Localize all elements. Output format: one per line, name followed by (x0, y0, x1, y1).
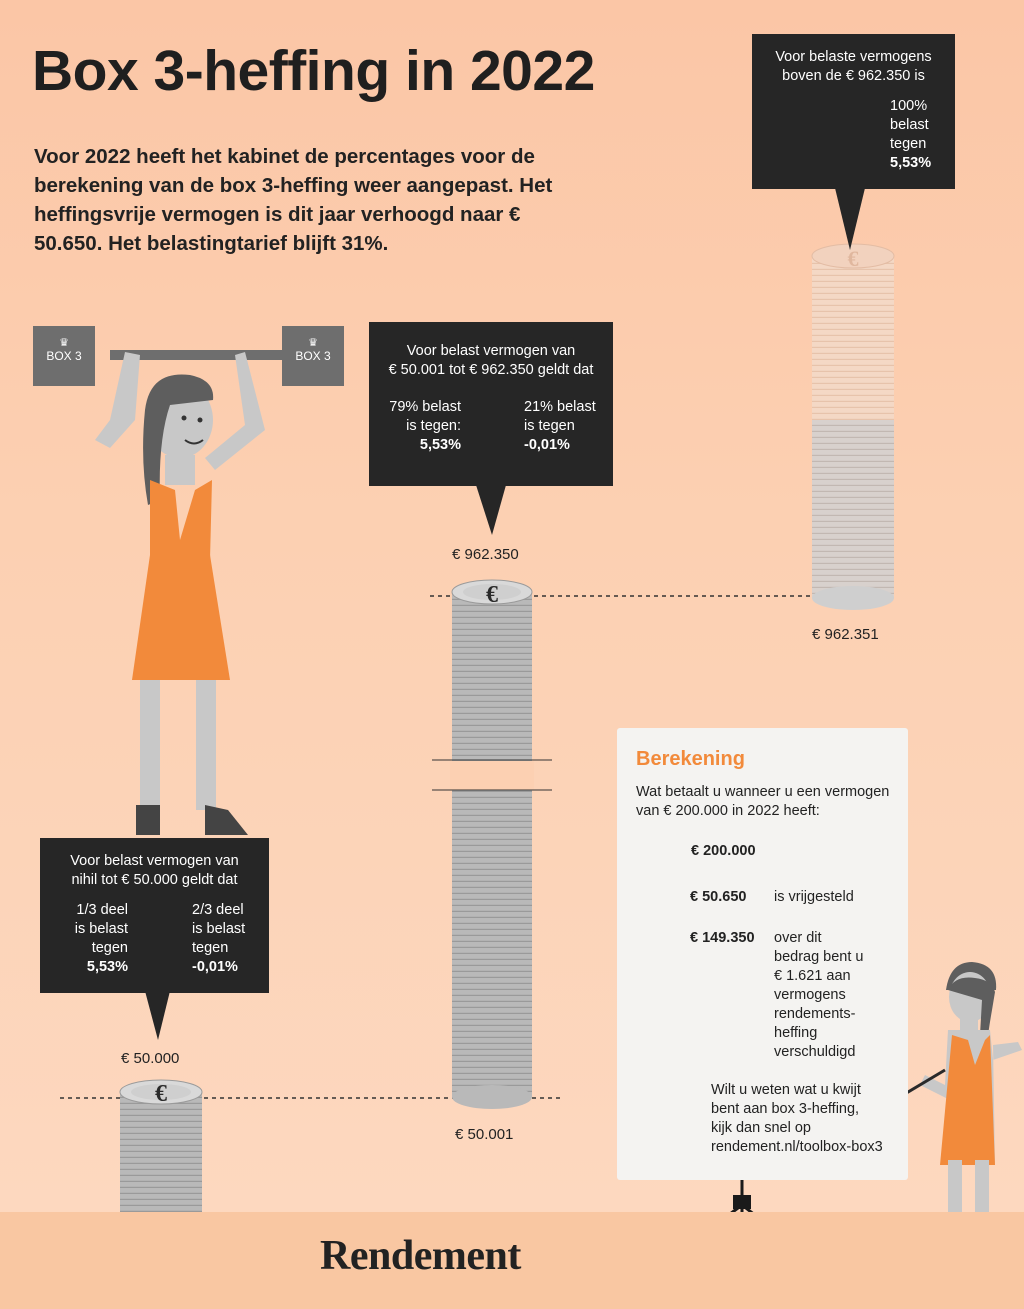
bubble-mid-heading-2: € 50.001 tot € 962.350 geldt dat (388, 362, 594, 378)
woman-lifter-illustration (95, 350, 290, 835)
bubble-low-right-rate: -0,01% (192, 959, 238, 975)
weight-box-left: ♛ BOX 3 (33, 326, 95, 386)
bubble-low-left-3: tegen (91, 940, 128, 956)
bubble-low-left-2: is belast (74, 921, 128, 937)
calc-taxed-text: over dit bedrag bent u € 1.621 aan vermo… (774, 929, 884, 1062)
amount-mid-bottom: € 50.001 (455, 1126, 514, 1143)
amount-low-top: € 50.000 (121, 1050, 180, 1067)
bubble-mid-right-2: is tegen (524, 418, 575, 434)
bubble-high-pointer (835, 188, 865, 250)
calc-taxed-line-2: bedrag bent u (774, 949, 864, 965)
bubble-low-right-1: 2/3 deel (192, 902, 244, 918)
bubble-low-heading-2: nihil tot € 50.000 geldt dat (71, 872, 238, 888)
bubble-high-heading-2: boven de € 962.350 is (782, 68, 925, 84)
bubble-mid-left-rate: 5,53% (419, 437, 461, 453)
svg-text:€: € (486, 582, 498, 608)
amount-high-bottom: € 962.351 (812, 626, 879, 643)
calc-cta-line-3: kijk dan snel op (711, 1120, 811, 1136)
footer-band (0, 1212, 1024, 1309)
weight-box-right-label: BOX 3 (295, 349, 331, 363)
bubble-mid-right-rate: -0,01% (524, 437, 570, 453)
bubble-low-left-1: 1/3 deel (76, 902, 128, 918)
bubble-mid: Voor belast vermogen van € 50.001 tot € … (369, 322, 613, 486)
weight-box-right: ♛ BOX 3 (282, 326, 344, 386)
svg-text:€: € (155, 1081, 167, 1107)
calc-taxed-line-4: vermogens (774, 987, 846, 1003)
bubble-low: Voor belast vermogen van nihil tot € 50.… (40, 838, 269, 993)
calc-free-amount: € 50.650 (690, 889, 747, 905)
brand-wordmark: Rendement (320, 1233, 521, 1279)
intro-text: Voor 2022 heeft het kabinet de percentag… (34, 145, 553, 255)
calc-total: € 200.000 (691, 843, 756, 859)
calc-taxed-line-5: rendements- (774, 1006, 856, 1022)
bubble-low-left-rate: 5,53% (86, 959, 128, 975)
page-title: Box 3-heffing in 2022 (32, 39, 595, 103)
calc-taxed-amount: € 149.350 (690, 930, 755, 946)
bubble-low-pointer (145, 991, 170, 1040)
calculation-question: Wat betaalt u wanneer u een vermogen van… (636, 784, 890, 819)
bubble-mid-pointer (476, 485, 506, 535)
coin-stack-low: € (119, 1079, 203, 1212)
bubble-high-right-2: belast (890, 117, 929, 133)
bubble-mid-heading-1: Voor belast vermogen van (406, 343, 576, 359)
bubble-high-right-rate: 5,53% (890, 155, 932, 171)
calc-free-text: is vrijgesteld (774, 889, 854, 905)
bubble-high-heading-1: Voor belaste vermogens (775, 49, 932, 65)
weight-box-left-label: BOX 3 (46, 349, 82, 363)
coin-stack-mid: € (432, 579, 552, 1109)
amount-mid-top: € 962.350 (452, 546, 519, 563)
calc-cta-line-2: bent aan box 3-heffing, (711, 1101, 860, 1117)
calc-taxed-line-3: € 1.621 aan (774, 968, 851, 984)
svg-text:€: € (848, 246, 859, 271)
bubble-low-right-3: tegen (192, 940, 229, 956)
calc-taxed-line-6: heffing (774, 1025, 818, 1041)
bubble-high: Voor belaste vermogens boven de € 962.35… (752, 34, 955, 189)
bubble-mid-left-1: 79% belast (389, 399, 461, 415)
bubble-high-right-1: 100% (890, 98, 928, 114)
calc-taxed-line-7: verschuldigd (774, 1044, 856, 1060)
calc-cta-line-1: Wilt u weten wat u kwijt (711, 1082, 861, 1098)
bubble-low-heading-1: Voor belast vermogen van (70, 853, 239, 869)
coin-stack-high: € (811, 243, 895, 610)
bubble-low-right-2: is belast (192, 921, 246, 937)
calc-cta-link[interactable]: rendement.nl/toolbox-box3 (711, 1139, 883, 1155)
bubble-mid-right-1: 21% belast (524, 399, 596, 415)
calc-cta: Wilt u weten wat u kwijt bent aan box 3-… (711, 1081, 901, 1157)
calculation-title: Berekening (636, 748, 745, 770)
calc-taxed-line-1: over dit (774, 930, 822, 946)
bubble-high-right-3: tegen (890, 136, 927, 152)
bubble-mid-left-2: is tegen: (406, 418, 461, 434)
calculation-panel: Berekening Wat betaalt u wanneer u een v… (617, 728, 908, 1180)
